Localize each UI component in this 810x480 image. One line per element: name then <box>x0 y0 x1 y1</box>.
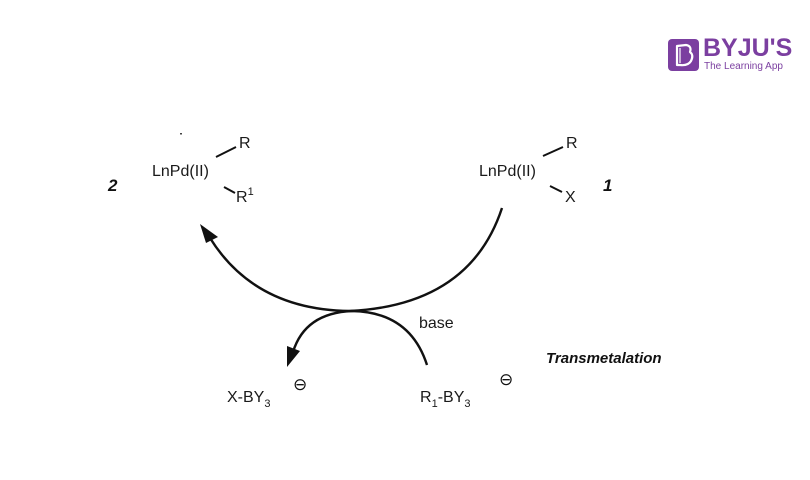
byjus-b-icon <box>675 43 694 67</box>
base-label: base <box>419 315 454 332</box>
bond-upper-1 <box>542 146 564 157</box>
cycle-arc-arrow <box>208 207 504 313</box>
step-title: Transmetalation <box>546 350 662 367</box>
byjus-logo-icon <box>668 39 699 71</box>
compound-1-core: LnPd(II) <box>479 163 536 180</box>
negative-charge-icon: ⊖ <box>499 370 514 389</box>
compound-2-number: 2 <box>108 176 118 195</box>
arrowhead-to-compound-2 <box>200 224 218 243</box>
bond-upper-2 <box>215 146 237 158</box>
arrowhead-to-x-by3 <box>287 346 300 367</box>
brand-tagline: The Learning App <box>704 61 783 72</box>
negative-charge-icon: ⊖ <box>293 375 308 394</box>
r1-by3-reactant: R1-BY3 <box>420 389 471 410</box>
compound-1-number: 1 <box>603 176 613 195</box>
x-by3-product: X-BY3 <box>227 389 271 410</box>
compound-1-lower-ligand: X <box>565 189 576 206</box>
bond-lower-1 <box>549 185 563 193</box>
compound-2-lower-ligand: R1 <box>236 186 254 206</box>
bond-lower-2 <box>223 186 236 194</box>
transmetalation-arc-arrow <box>291 309 429 366</box>
brand-name: BYJU'S <box>703 34 793 62</box>
compound-2-core: LnPd(II) <box>152 163 209 180</box>
compound-2-upper-ligand: R <box>239 135 251 152</box>
compound-1-upper-ligand: R <box>566 135 578 152</box>
